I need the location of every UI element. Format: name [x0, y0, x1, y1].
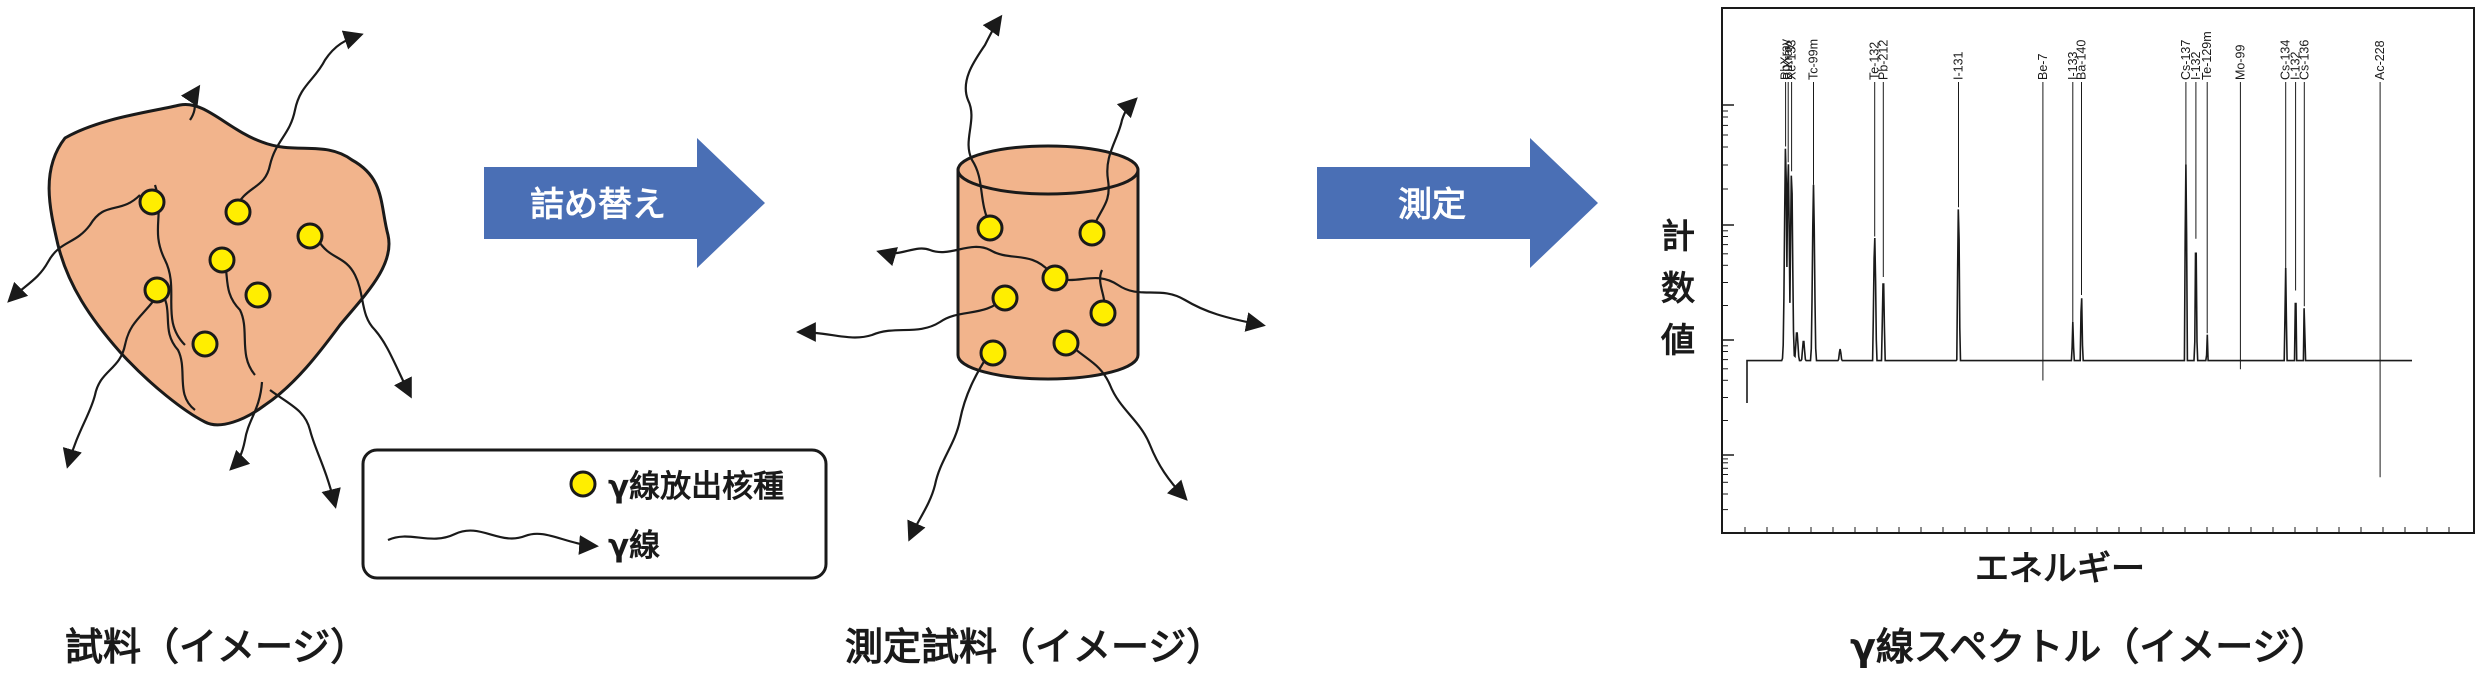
nuclide-particle [976, 214, 1004, 242]
nuclide-particle [244, 281, 272, 309]
measure-arrow: 測定 [1317, 138, 1598, 268]
peak-label: Te-129m [2200, 31, 2214, 80]
gamma-ray [1064, 339, 1188, 501]
peak-marker-lines [1785, 82, 2381, 478]
peak-label: I-132 [2189, 51, 2203, 80]
gamma-ray [269, 389, 341, 509]
y-axis-label-char: 数 [1661, 269, 1695, 309]
caption-spectrum: γ線スペクトル（イメージ） [1850, 625, 2328, 669]
peak-label: Mo-99 [2233, 45, 2247, 80]
gamma-ray [796, 296, 1006, 342]
legend-box [361, 448, 828, 580]
peak-label: Cs-137 [2179, 40, 2193, 80]
nuclide-particle [979, 339, 1007, 367]
legend-nuclide-label: γ線放出核種 [608, 469, 784, 505]
peak-label: Cs-136 [2297, 40, 2311, 80]
peak-label: Cs-134 [2279, 40, 2293, 80]
peak-label: Tc-99m [1807, 39, 1821, 80]
legend-nuclide-symbol [569, 470, 597, 498]
nuclide-particle [1089, 299, 1117, 327]
gamma-ray [233, 30, 364, 211]
nuclide-particle [1078, 219, 1106, 247]
peak-label: I-132 [2289, 51, 2303, 80]
gamma-ray [317, 239, 412, 399]
legend: γ線放出核種 γ線 [361, 448, 828, 580]
cylinder-top [956, 144, 1140, 196]
x-axis-ticks [1744, 527, 2450, 533]
peak-label: PbXray [1779, 38, 1793, 80]
x-axis-label: エネルギー [1975, 549, 2145, 589]
measure-arrow-label: 測定 [1398, 185, 1466, 225]
peak-label: I-133 [2066, 51, 2080, 80]
nuclide-particle [296, 222, 324, 250]
ray-internal [159, 289, 196, 411]
nuclide-particle [191, 330, 219, 358]
gamma-ray [876, 245, 1051, 273]
nuclide-particle [224, 198, 252, 226]
gamma-ray [229, 381, 264, 471]
y-axis-ticks [1722, 104, 1734, 511]
peak-label: I-131 [1952, 51, 1966, 80]
nuclide-particle [208, 246, 236, 274]
measured-sample-group [796, 14, 1266, 542]
peak-label: Be-7 [2036, 54, 2050, 80]
caption-measured-sample: 測定試料（イメージ） [845, 625, 1224, 669]
peak-label: Xe-133 [1785, 40, 1799, 80]
chart-frame [1721, 7, 2475, 534]
peak-label: Pb-212 [1876, 40, 1890, 80]
gamma-ray [180, 84, 201, 121]
repack-arrow: 詰め替え [484, 138, 765, 268]
gamma-ray [7, 194, 141, 303]
sample-group [7, 30, 412, 509]
nuclide-particle [991, 284, 1019, 312]
peak-label: Ba-140 [2075, 40, 2089, 80]
gamma-ray [964, 14, 1003, 226]
spectrum-line [1746, 148, 2412, 403]
y-axis-label: 計数値 [1660, 217, 1695, 361]
nuclide-particle [1052, 329, 1080, 357]
legend-ray-label: γ線 [608, 528, 660, 564]
nuclide-particle [138, 188, 166, 216]
nuclide-particle [143, 276, 171, 304]
peak-label: Ac-228 [2373, 40, 2387, 80]
gamma-ray [907, 351, 991, 542]
repack-arrow-label: 詰め替え [530, 185, 666, 225]
nuclide-particle [1041, 264, 1069, 292]
gamma-ray [1090, 97, 1138, 233]
y-axis-label-char: 計 [1661, 217, 1695, 257]
caption-sample: 試料（イメージ） [65, 625, 368, 669]
gamma-ray [1054, 276, 1266, 332]
peak-label: Te-132 [1868, 42, 1882, 80]
peak-label: BiXray [1781, 42, 1795, 80]
legend-ray-symbol [387, 529, 599, 555]
measure-arrow-shape [1317, 138, 1598, 268]
gamma-ray [62, 291, 161, 469]
repack-arrow-shape [484, 138, 765, 268]
y-axis-label-char: 値 [1660, 321, 1695, 361]
